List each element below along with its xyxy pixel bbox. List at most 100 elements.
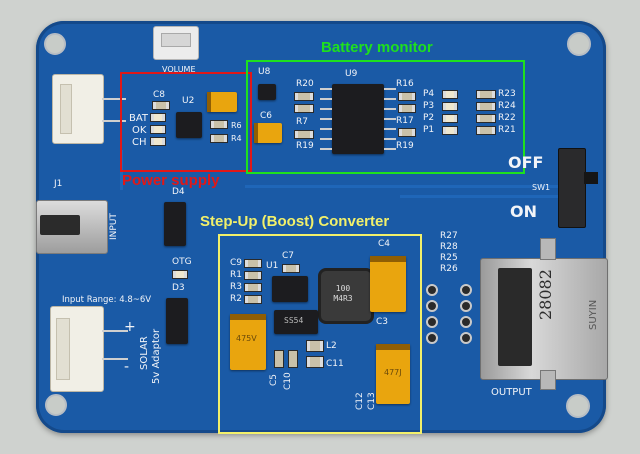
u1-label: U1 [266,261,279,271]
pad [460,316,472,328]
tantalum-cap-c4 [370,256,406,312]
u8-label: U8 [258,67,271,77]
slide-switch-knob [584,172,598,184]
resistor-r4 [210,134,228,143]
tantalum-output-marking: 477J [384,368,402,377]
r26-label: R26 [440,264,458,274]
volume-switch-knob [161,33,191,47]
r23-label: R23 [498,89,516,99]
ok-label: OK [132,125,147,136]
led-p1 [442,126,458,135]
p2-label: P2 [423,113,435,123]
resistor-r17 [398,128,416,137]
led-ok [150,125,166,134]
diode-marking: SS54 [284,316,304,325]
mounting-hole [45,394,67,416]
capacitor-c10 [288,350,298,368]
usb-a-tongue [498,268,532,366]
off-label: OFF [508,153,544,172]
resistor-r19a [294,130,314,139]
connector-notch [60,84,72,134]
resistor-r22 [476,114,496,123]
c7-label: C7 [282,251,295,261]
c6-label: C6 [260,111,273,121]
r6-label: R6 [231,121,242,130]
inductor-marking: 100 M4R3 [333,284,353,303]
led-p2 [442,114,458,123]
volume-label: VOLUME [162,65,196,74]
solar-label: SOLAR [139,336,150,370]
usb-tab [540,370,556,390]
capacitor-c9 [244,259,262,268]
tantalum-cap-output [376,344,410,404]
ch-label: CH [132,137,147,148]
u9-label: U9 [345,69,358,79]
r4-label: R4 [231,134,242,143]
r16-label: R16 [396,79,414,89]
pad [426,332,438,344]
chip-u8 [258,84,276,100]
pad [426,284,438,296]
adaptor-label: 5v Adaptor [151,328,162,384]
power-supply-box [120,72,252,172]
chip-u2 [176,112,202,138]
power-slide-switch[interactable] [558,148,586,228]
schottky-diode [274,310,318,334]
r24-label: R24 [498,101,516,111]
pad [460,284,472,296]
r1-label: R1 [230,270,242,280]
input-range-label: Input Range: 4.8~6V [62,295,152,305]
p1-label: P1 [423,125,435,135]
input-label: INPUT [109,213,119,240]
tantalum-left-marking: 475V [236,334,257,343]
solar-connector-pins [102,330,128,360]
d3-label: D3 [172,283,185,293]
on-label: ON [510,202,537,221]
boost-converter-label: Step-Up (Boost) Converter [200,213,390,230]
resistor-r20 [294,92,314,101]
pcb-trace [245,185,575,188]
mounting-hole [567,32,591,56]
resistor-r24 [476,102,496,111]
battery-connector-pins [102,98,126,122]
diode-d4 [164,202,186,246]
r17-label: R17 [396,116,414,126]
pcb-trace [400,195,580,198]
power-supply-label: Power supply [122,172,220,189]
u9-pins-right [384,88,396,150]
p4-label: P4 [423,89,435,99]
pad [460,300,472,312]
mounting-hole [566,394,590,418]
chip-u9 [332,84,384,154]
capacitor-c7 [282,264,300,273]
inductor-l2 [306,340,324,352]
r28-label: R28 [440,242,458,252]
resistor-r3 [244,283,262,292]
otg-label: OTG [172,257,192,267]
capacitor-c5 [274,350,284,368]
r19b-label: R19 [396,141,414,151]
c9-label: C9 [230,258,243,268]
mounting-hole [44,33,66,55]
led-bat [150,113,166,122]
resistor-r21 [476,126,496,135]
battery-monitor-box [246,60,525,174]
c11-label: C11 [326,359,344,369]
resistor-r16 [398,92,416,101]
diode-d3 [166,298,188,344]
r25-label: R25 [440,253,458,263]
r19a-label: R19 [296,141,314,151]
c3-label: C3 [376,317,389,327]
j1-label: J1 [54,179,63,189]
chip-u1 [272,276,308,302]
d4-label: D4 [172,187,185,197]
resistor-r7 [294,104,314,113]
resistor-a [398,104,416,113]
pad [426,316,438,328]
p3-label: P3 [423,101,435,111]
mini-usb-opening [40,215,80,235]
resistor-r1 [244,271,262,280]
resistor-r6 [210,120,228,129]
r7-label: R7 [296,117,308,127]
sw1-label: SW1 [532,183,551,192]
